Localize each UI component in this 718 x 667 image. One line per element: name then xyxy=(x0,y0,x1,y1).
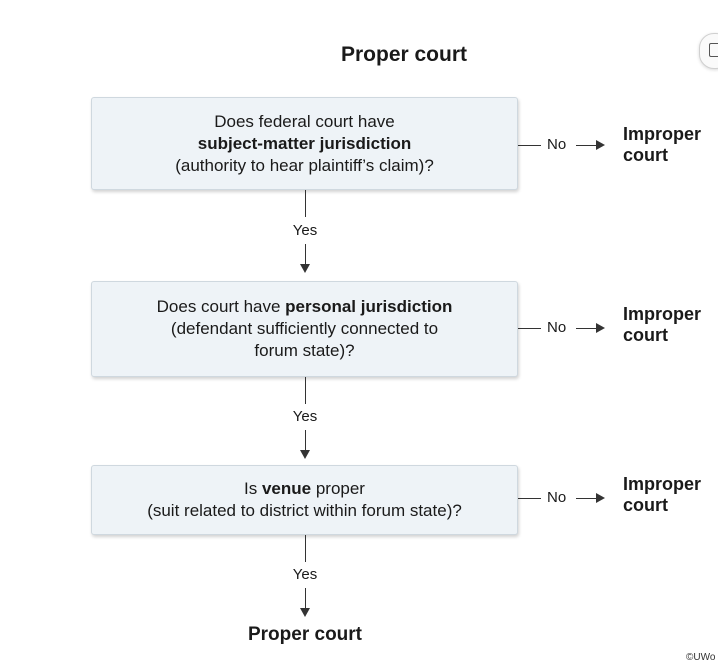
yes-connector-3b xyxy=(305,588,306,608)
improper-court-outcome-3: Improper court xyxy=(623,474,701,516)
improper-court-outcome-2: Improper court xyxy=(623,304,701,346)
arrow-right-3 xyxy=(596,493,605,503)
arrow-right-2 xyxy=(596,323,605,333)
no-label-1: No xyxy=(547,136,567,153)
arrow-right-1 xyxy=(596,140,605,150)
box-2-line-2: (defendant sufficiently connected to xyxy=(170,319,439,338)
arrow-down-1 xyxy=(300,264,310,273)
no-connector-1a xyxy=(518,145,541,146)
no-connector-3a xyxy=(518,498,541,499)
box-2-line-1: Does court have personal jurisdiction xyxy=(157,296,453,318)
decision-box-venue: Is venue proper (suit related to distric… xyxy=(91,465,518,535)
outcome-1-line-1: Improper xyxy=(623,124,702,144)
box-1-line-3: (authority to hear plaintiff’s claim)? xyxy=(175,155,434,175)
box-1-line-2: subject-matter jurisdiction xyxy=(197,133,412,153)
box-3-line-1: Is venue proper xyxy=(244,478,365,500)
outcome-1-line-2: court xyxy=(623,145,668,165)
diagram-title: Proper court xyxy=(340,43,468,66)
expand-icon[interactable] xyxy=(699,33,718,69)
outcome-2-line-2: court xyxy=(623,325,668,345)
yes-connector-2b xyxy=(305,430,306,450)
final-outcome-proper-court: Proper court xyxy=(247,624,363,645)
box-2-line-1-bold: personal jurisdiction xyxy=(285,297,453,316)
no-connector-2a xyxy=(518,328,541,329)
box-1-line-1: Does federal court have xyxy=(214,111,395,131)
no-connector-1b xyxy=(576,145,596,146)
outcome-3-line-1: Improper xyxy=(623,474,702,494)
arrow-down-2 xyxy=(300,450,310,459)
improper-court-outcome-1: Improper court xyxy=(623,124,701,166)
box-2-line-1-pre: Does court have xyxy=(156,297,286,316)
no-label-3: No xyxy=(547,489,567,506)
outcome-3-line-2: court xyxy=(623,495,668,515)
copyright-text: ©UWo xyxy=(686,652,716,663)
no-connector-2b xyxy=(576,328,596,329)
yes-label-3: Yes xyxy=(292,566,318,583)
yes-label-2: Yes xyxy=(292,408,318,425)
box-3-line-1-post: proper xyxy=(311,479,365,498)
yes-connector-1a xyxy=(305,190,306,217)
arrow-down-3 xyxy=(300,608,310,617)
yes-connector-1b xyxy=(305,244,306,264)
no-connector-3b xyxy=(576,498,596,499)
no-label-2: No xyxy=(547,319,567,336)
box-3-line-2: (suit related to district within forum s… xyxy=(147,501,462,520)
box-3-line-1-bold: venue xyxy=(261,479,312,498)
decision-box-subject-matter: Does federal court have subject-matter j… xyxy=(91,97,518,190)
yes-connector-3a xyxy=(305,535,306,562)
outcome-2-line-1: Improper xyxy=(623,304,702,324)
decision-box-personal-jurisdiction: Does court have personal jurisdiction (d… xyxy=(91,281,518,377)
box-3-line-1-pre: Is xyxy=(244,479,262,498)
yes-connector-2a xyxy=(305,377,306,404)
yes-label-1: Yes xyxy=(292,222,318,239)
box-2-line-3: forum state)? xyxy=(254,341,355,360)
